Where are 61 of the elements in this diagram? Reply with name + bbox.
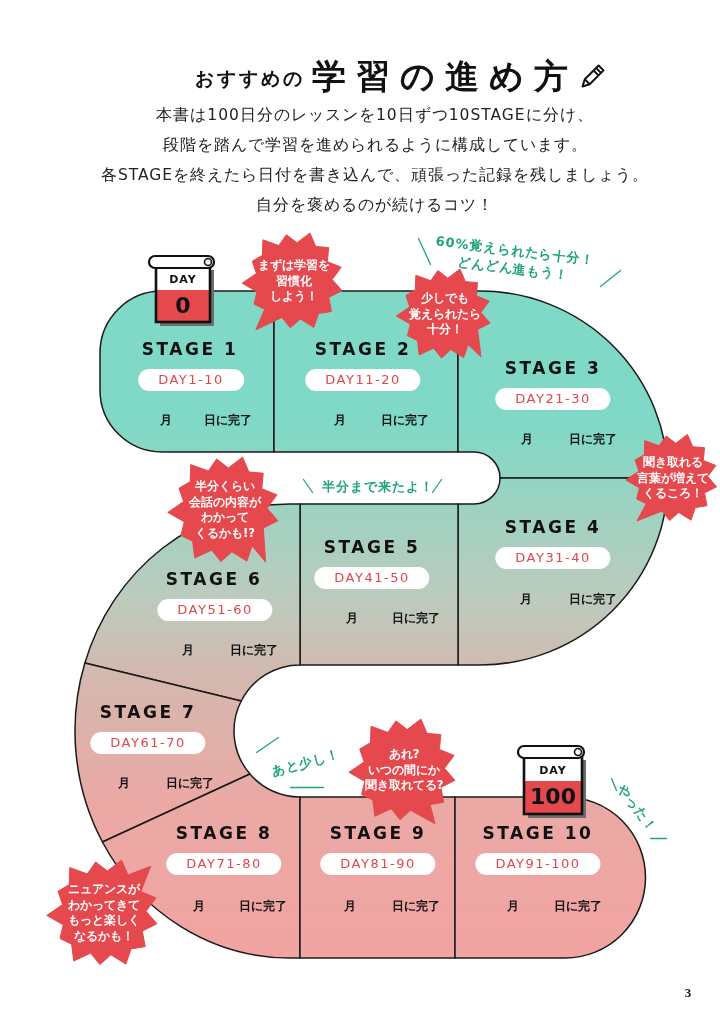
day-label: DAY [539,763,567,777]
day-label: DAY [169,272,197,286]
burst-text: あれ?いつの間にか聞き取れてる? [364,746,444,794]
day-range-pill: DAY71-80 [166,853,282,875]
day-range-pill: DAY61-70 [90,732,206,754]
completion-label: 日に完了 [392,898,440,914]
burst-text: 聞き取れる言葉が増えてくるころ！ [637,454,709,502]
completion-label: 日に完了 [381,412,429,428]
month-label: 月 [521,431,533,447]
month-label: 月 [160,412,172,428]
burst-text: まずは学習を習慣化しよう！ [258,257,330,305]
stage-title: STAGE 7 [99,702,197,722]
cheer-text: 60%覚えられたら十分！どんどん進もう！ [433,232,596,285]
day-range-pill: DAY91-100 [475,853,601,875]
day-number: 100 [530,785,576,809]
intro-paragraph: 本書は100日分のレッスンを10日ずつ10STAGEに分け、段階を踏んで学習を進められるように構成しています。各STAGEを終えたら日付を書き込んで、頑張った記録を残しましょう。自分を褒めるのが続けるコツ！ [99,105,651,216]
stage-title: STAGE 6 [165,569,263,589]
stage-title: STAGE 8 [175,823,273,843]
stage-cell [299,796,456,959]
month-label: 月 [507,898,519,914]
day-range-pill: DAY41-50 [314,567,430,589]
stage-title: STAGE 5 [323,537,421,557]
completion-label: 日に完了 [230,642,278,658]
cheer-text: やった！ [613,781,662,837]
day-range-pill: DAY81-90 [320,853,436,875]
page-title: 学習の進め方 [312,56,578,96]
completion-label: 日に完了 [166,775,214,791]
completion-label: 日に完了 [554,898,602,914]
month-label: 月 [118,775,130,791]
stage-title: STAGE 9 [329,823,427,843]
burst-text: ニュアンスがわかってきてもっと楽しくなるかも！ [68,882,140,944]
completion-label: 日に完了 [392,610,440,626]
page-number: 3 [684,984,692,1000]
month-label: 月 [334,412,346,428]
speech-burst [45,859,158,966]
stage-title: STAGE 2 [314,339,412,359]
month-label: 月 [520,591,532,607]
day-range-pill: DAY11-20 [305,369,421,391]
cheer-text: 半分まで来たよ！ [322,478,434,496]
title-prefix: おすすめの [195,66,305,90]
completion-label: 日に完了 [569,591,617,607]
day-range-pill: DAY51-60 [157,599,273,621]
stage-title: STAGE 1 [141,339,239,359]
cheer-text: あと少し！ [269,745,343,781]
burst-text: 少しでも覚えられたら十分！ [409,290,481,338]
day-number: 0 [175,294,191,318]
completion-label: 日に完了 [239,898,287,914]
completion-label: 日に完了 [569,431,617,447]
month-label: 月 [346,610,358,626]
stage-title: STAGE 3 [504,358,602,378]
month-label: 月 [193,898,205,914]
stage-title: STAGE 10 [482,823,594,843]
burst-text: 半分くらい会話の内容がわかってくるかも!? [189,479,261,541]
day-range-pill: DAY1-10 [138,369,244,391]
day-range-pill: DAY31-40 [495,547,611,569]
month-label: 月 [344,898,356,914]
day-range-pill: DAY21-30 [495,388,611,410]
month-label: 月 [182,642,194,658]
stage-title: STAGE 4 [504,517,602,537]
stage-cell [299,503,459,666]
completion-label: 日に完了 [204,412,252,428]
